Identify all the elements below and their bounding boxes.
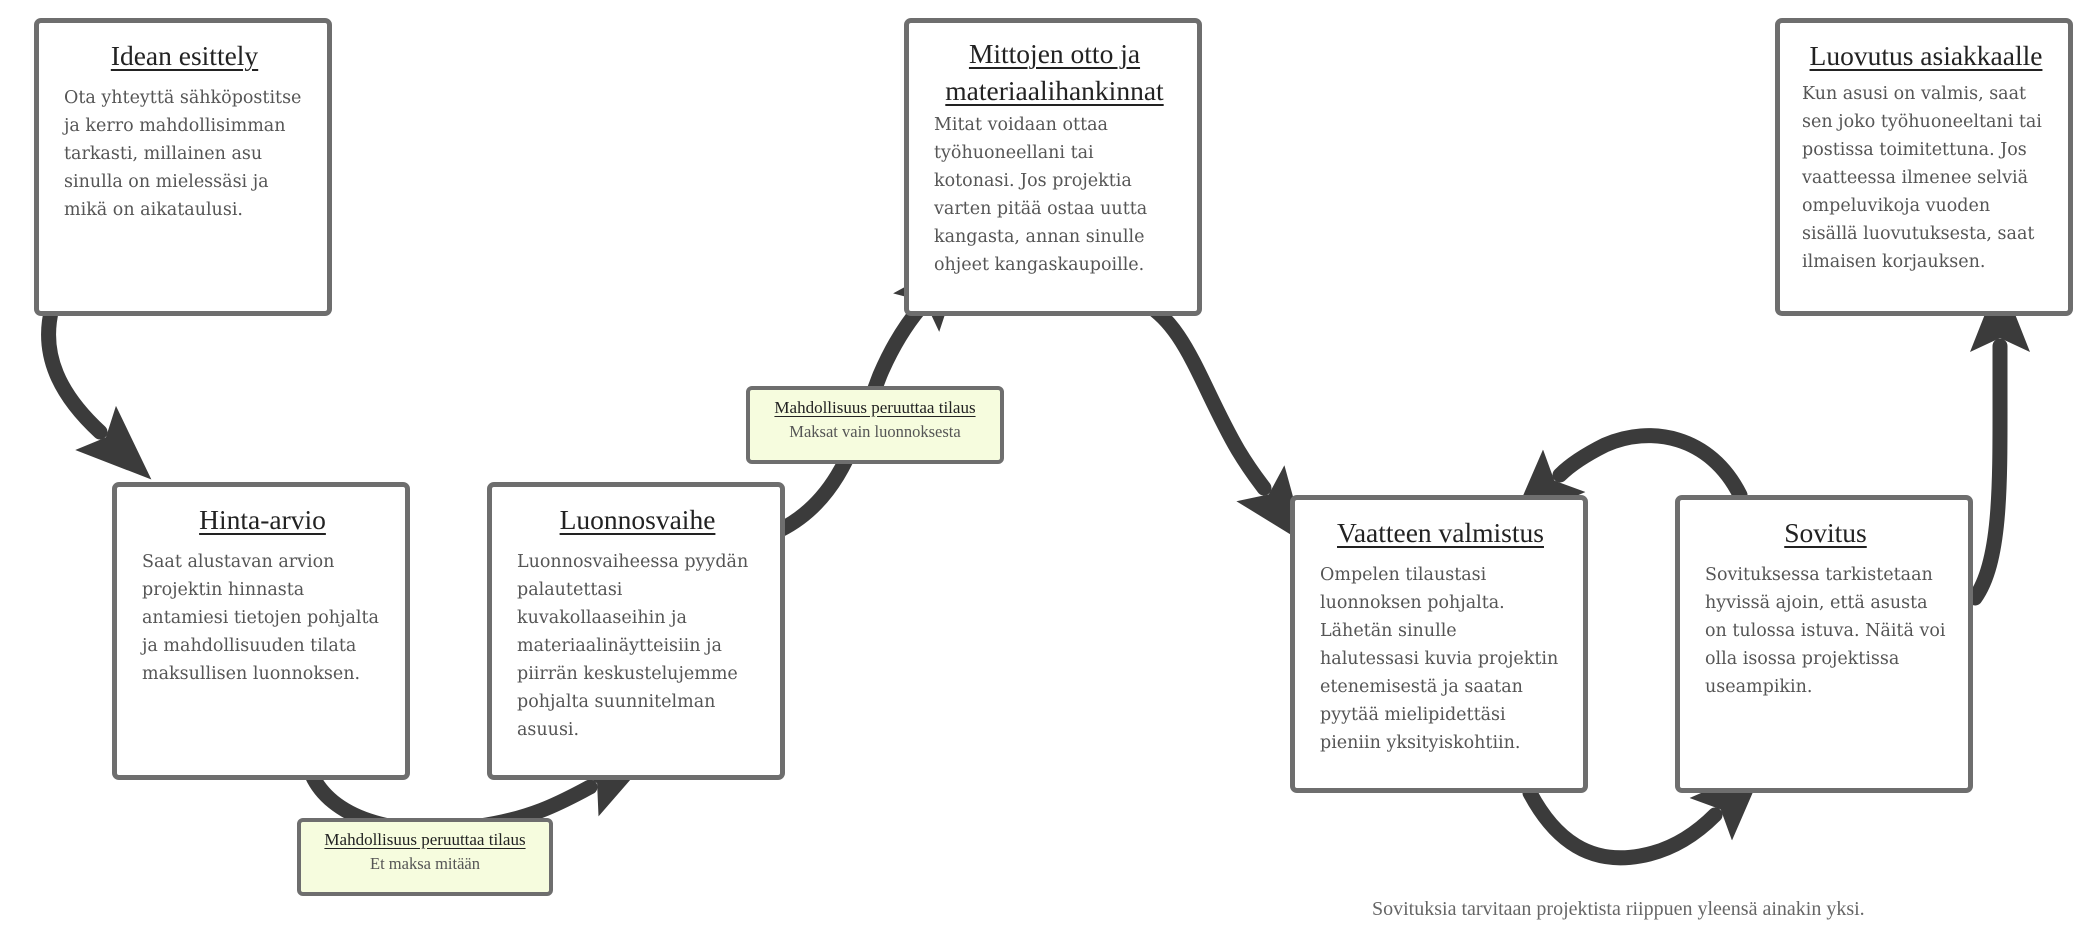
step-description: Kun asusi on valmis, saat sen joko työhu… (1802, 84, 2042, 272)
step-title: Sovitus (1784, 517, 1867, 548)
step-sketch-phase: Luonnosvaihe Luonnosvaiheessa pyydän pal… (487, 482, 785, 780)
step-description: Sovituksessa tarkistetaan hyvissä ajoin,… (1705, 565, 1946, 697)
step-fitting: Sovitus Sovituksessa tarkistetaan hyviss… (1675, 495, 1973, 793)
step-title: Vaatteen valmistus (1337, 517, 1544, 548)
step-title: Luovutus asiakkaalle (1809, 40, 2043, 71)
arrow-idea-to-estimate (41, 300, 152, 480)
step-measurements-materials: Mittojen otto ja materiaalihankinnat Mit… (904, 18, 1202, 316)
note-subtitle: Maksat vain luonnoksesta (789, 422, 961, 441)
cancel-note-free: Mahdollisuus peruuttaa tilaus Et maksa m… (297, 818, 553, 896)
step-title: Hinta-arvio (199, 504, 326, 535)
step-idea-presentation: Idean esittely Ota yhteyttä sähköpostits… (34, 18, 332, 316)
cancel-note-sketch-fee: Mahdollisuus peruuttaa tilaus Maksat vai… (746, 386, 1004, 464)
arrow-production-to-fitting (1522, 765, 1765, 866)
step-description: Ompelen tilaustasi luonnoksen pohjalta. … (1320, 565, 1559, 753)
step-title: Luonnosvaihe (559, 504, 716, 535)
arrow-fitting-to-delivery (1967, 276, 2030, 606)
arrow-measure-to-production (1130, 292, 1307, 544)
note-title: Mahdollisuus peruuttaa tilaus (324, 830, 526, 849)
step-description: Mitat voidaan ottaa työhuoneellani tai k… (934, 115, 1148, 275)
step-description: Ota yhteyttä sähköpostitse ja kerro mahd… (64, 88, 302, 220)
step-title: Mittojen otto ja materiaalihankinnat (945, 38, 1164, 106)
step-garment-production: Vaatteen valmistus Ompelen tilaustasi lu… (1290, 495, 1588, 793)
note-subtitle: Et maksa mitään (370, 854, 480, 873)
step-delivery: Luovutus asiakkaalle Kun asusi on valmis… (1775, 18, 2073, 316)
step-title: Idean esittely (110, 40, 259, 71)
note-title: Mahdollisuus peruuttaa tilaus (774, 398, 976, 417)
step-description: Saat alustavan arvion projektin hinnasta… (142, 552, 379, 684)
step-description: Luonnosvaiheessa pyydän palautettasi kuv… (517, 552, 749, 740)
arrow-fitting-to-production (1510, 428, 1748, 525)
fitting-caption: Sovituksia tarvitaan projektista riippue… (1372, 898, 1865, 920)
step-price-estimate: Hinta-arvio Saat alustavan arvion projek… (112, 482, 410, 780)
